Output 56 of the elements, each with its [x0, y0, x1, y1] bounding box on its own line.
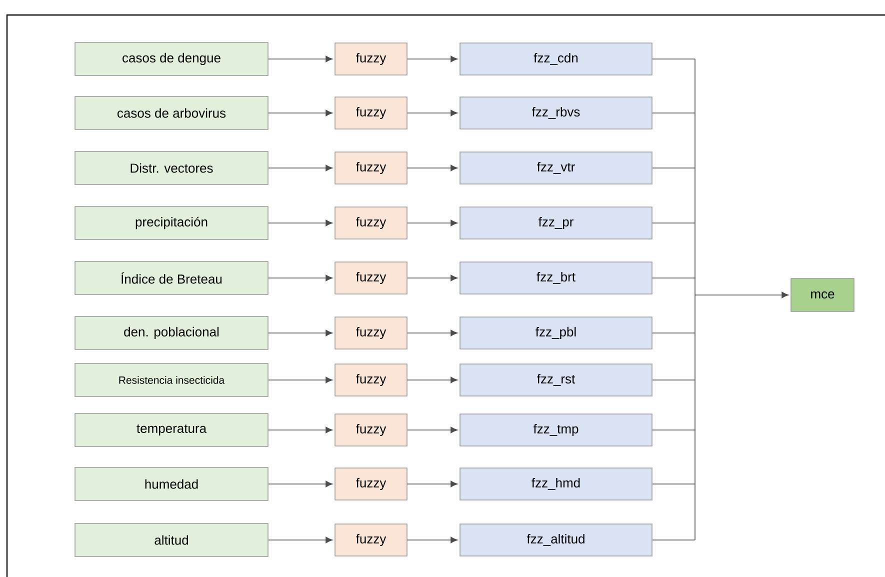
- output-box: fzz_vtr: [460, 152, 652, 184]
- arrow: [407, 376, 458, 384]
- arrow: [268, 536, 333, 544]
- branch-line: [652, 222, 696, 224]
- input-box: casos de arbovirus: [74, 96, 268, 130]
- input-box: den. poblacional: [74, 316, 268, 350]
- input-box: Índice de Breteau: [74, 261, 268, 295]
- branch-line: [652, 58, 696, 60]
- fuzzy-box: fuzzy: [334, 206, 408, 240]
- input-box: casos de dengue: [74, 42, 268, 76]
- fuzzy-box: fuzzy: [334, 414, 408, 446]
- fuzzy-box: fuzzy: [334, 524, 408, 556]
- arrow: [407, 536, 458, 544]
- input-box: humedad: [74, 467, 268, 501]
- output-box: fzz_pbl: [460, 316, 652, 350]
- arrow: [268, 274, 333, 282]
- output-box: fzz_brt: [460, 262, 652, 294]
- arrow: [407, 220, 458, 226]
- arrow: [268, 480, 333, 488]
- arrow: [407, 330, 458, 336]
- output-box: fzz_pr: [460, 206, 652, 240]
- fuzzy-box: fuzzy: [334, 364, 408, 396]
- fuzzy-box: fuzzy: [334, 42, 408, 76]
- fuzzy-box: fuzzy: [334, 96, 408, 130]
- fuzzy-box: fuzzy: [334, 262, 408, 294]
- fuzzy-box: fuzzy: [334, 468, 408, 500]
- arrow: [268, 164, 333, 172]
- output-box: fzz_tmp: [460, 414, 652, 446]
- branch-line: [652, 332, 696, 334]
- arrow: [268, 426, 333, 434]
- arrow: [407, 56, 458, 62]
- arrow: [268, 220, 333, 226]
- arrow: [268, 110, 333, 116]
- fuzzy-box: fuzzy: [334, 316, 408, 350]
- input-box: Resistencia insecticida: [74, 363, 268, 397]
- fuzzy-box: fuzzy: [334, 152, 408, 184]
- output-box: fzz_hmd: [460, 468, 652, 500]
- input-box: altitud: [74, 523, 268, 557]
- arrow: [268, 376, 333, 384]
- arrow: [407, 274, 458, 282]
- arrow: [407, 110, 458, 116]
- result-box: mce: [790, 278, 854, 312]
- arrow: [407, 426, 458, 434]
- input-box: precipitación: [74, 206, 268, 240]
- output-box: fzz_rst: [460, 364, 652, 396]
- output-box: fzz_rbvs: [460, 96, 652, 130]
- arrow: [268, 56, 333, 62]
- arrow: [407, 480, 458, 488]
- arrow: [694, 58, 789, 540]
- branch-line: [652, 112, 696, 114]
- output-box: fzz_altitud: [460, 524, 652, 556]
- arrow: [268, 330, 333, 336]
- output-box: fzz_cdn: [460, 42, 652, 76]
- input-box: Distr. vectores: [74, 151, 268, 185]
- input-box: temperatura: [74, 413, 268, 447]
- arrow: [407, 164, 458, 172]
